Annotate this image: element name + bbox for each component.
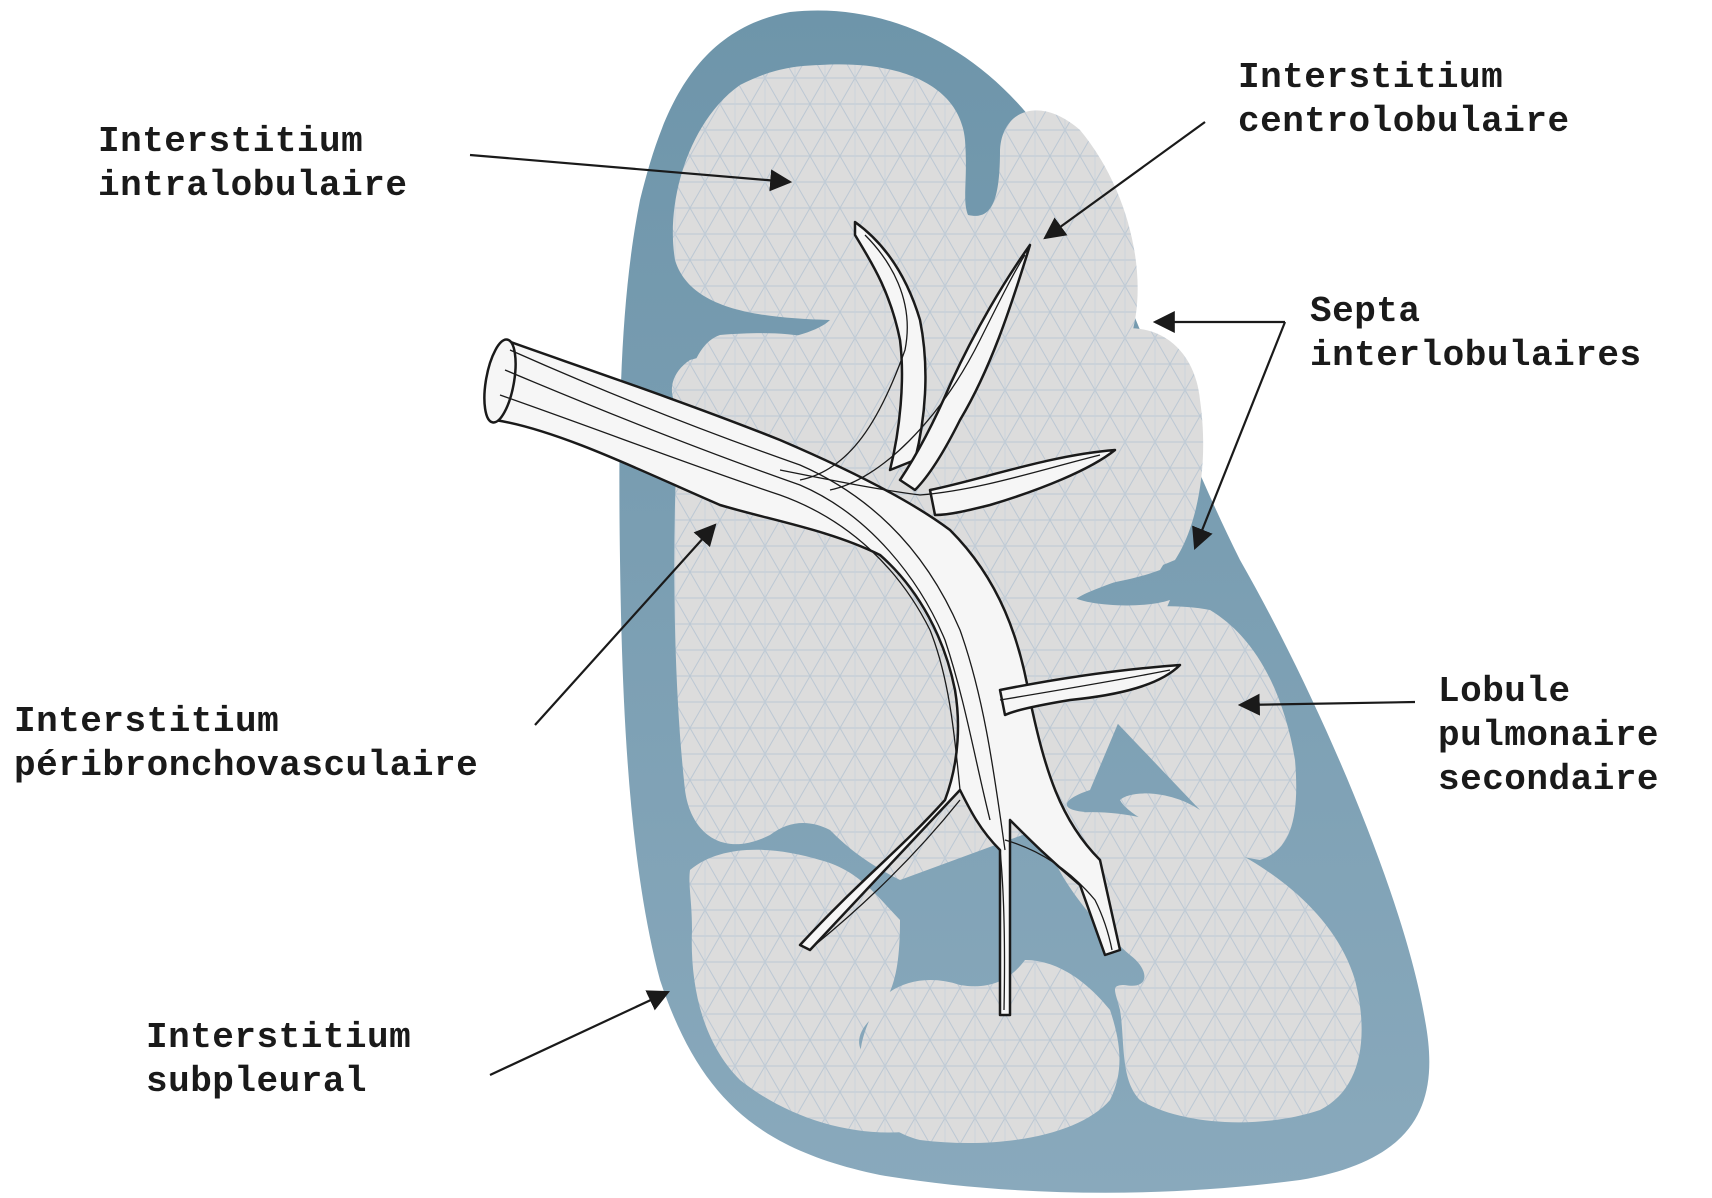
label-lobule: Lobule pulmonaire secondaire: [1438, 670, 1659, 802]
label-septa-line2: interlobulaires: [1310, 334, 1642, 378]
label-lobule-line1: Lobule: [1438, 670, 1659, 714]
label-centrilobular-line2: centrolobulaire: [1238, 100, 1570, 144]
arrow-subpleural: [490, 992, 668, 1075]
lobule-bottom-center: [860, 960, 1119, 1143]
label-lobule-line3: secondaire: [1438, 758, 1659, 802]
label-centrilobular-line1: Interstitium: [1238, 56, 1570, 100]
label-centrilobular: Interstitium centrolobulaire: [1238, 56, 1570, 144]
label-peribronchovascular-line1: Interstitium: [14, 700, 478, 744]
label-intralobular-line1: Interstitium: [98, 120, 407, 164]
label-subpleural-line1: Interstitium: [146, 1016, 411, 1060]
label-peribronchovascular: Interstitium péribronchovasculaire: [14, 700, 478, 788]
arrow-septa-lower: [1195, 322, 1285, 548]
label-subpleural-line2: subpleural: [146, 1060, 411, 1104]
label-lobule-line2: pulmonaire: [1438, 714, 1659, 758]
label-septa-line1: Septa: [1310, 290, 1642, 334]
label-septa: Septa interlobulaires: [1310, 290, 1642, 378]
label-peribronchovascular-line2: péribronchovasculaire: [14, 744, 478, 788]
label-subpleural: Interstitium subpleural: [146, 1016, 411, 1104]
label-intralobular: Interstitium intralobulaire: [98, 120, 407, 208]
label-intralobular-line2: intralobulaire: [98, 164, 407, 208]
